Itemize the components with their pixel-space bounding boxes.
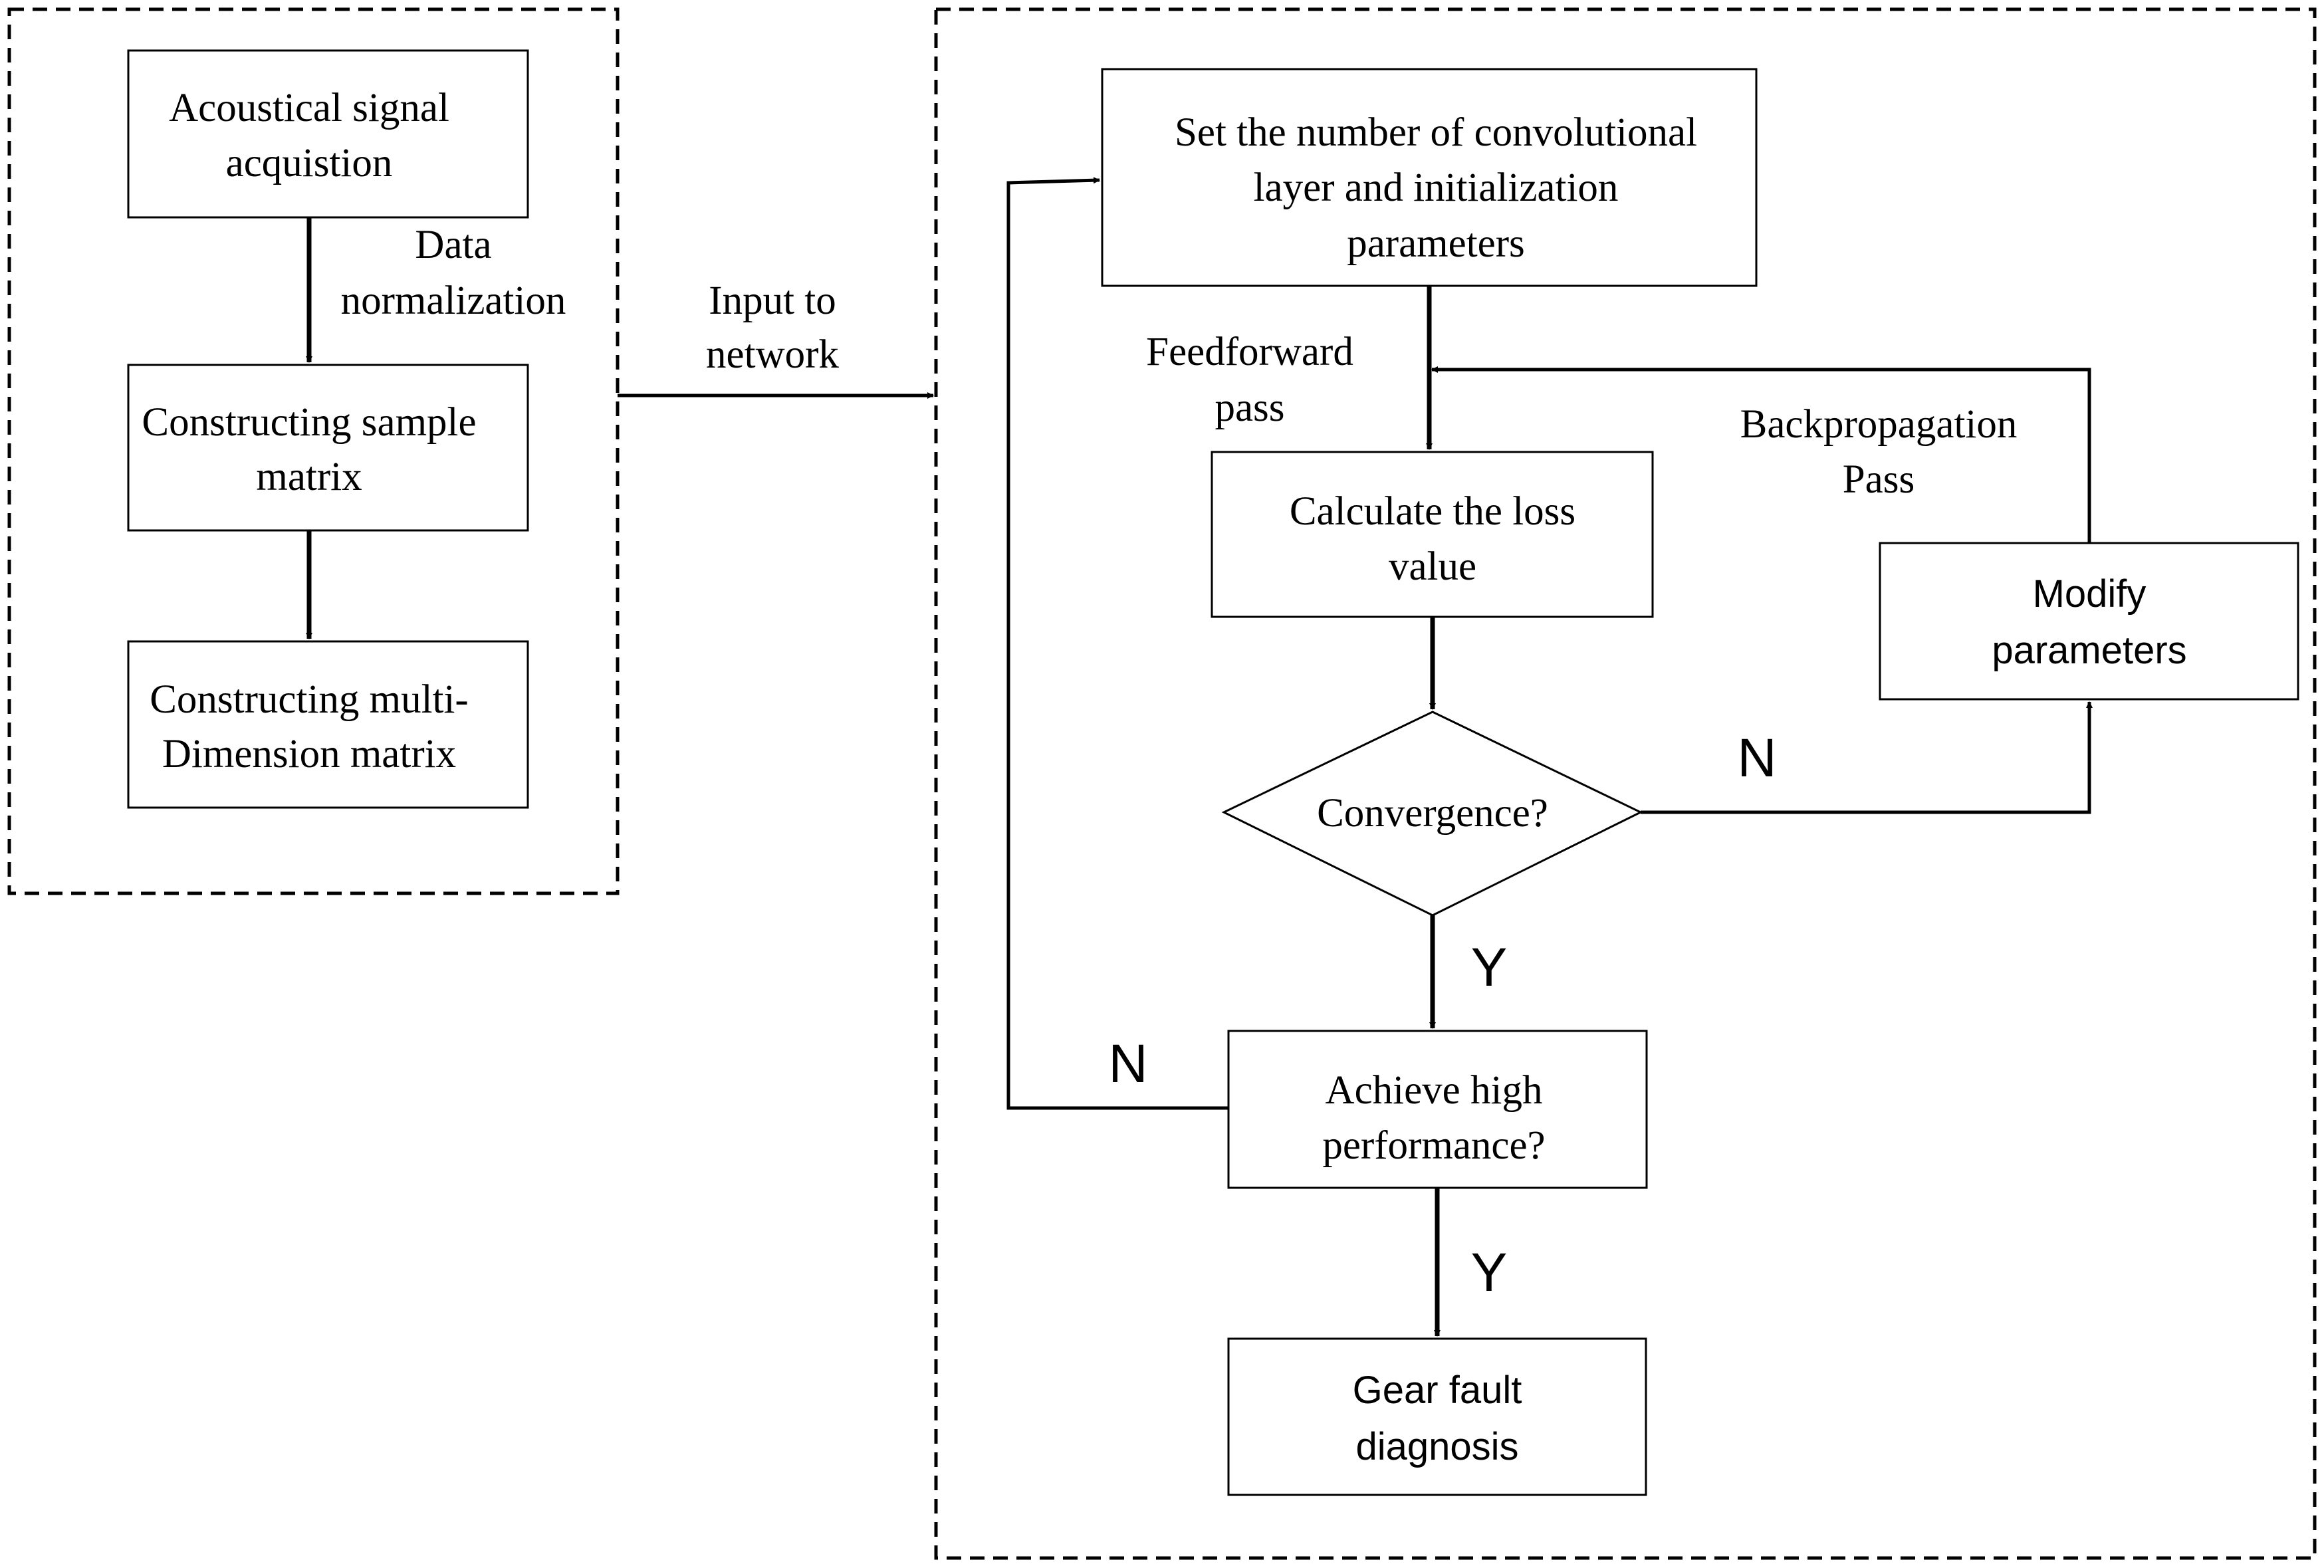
box-gear-line2: diagnosis — [1355, 1425, 1518, 1468]
box-set-line3: parameters — [1347, 221, 1525, 266]
box-sample-matrix: Constructing sample matrix — [127, 364, 529, 532]
box-calculate-loss: Calculate the loss value — [1211, 451, 1654, 618]
box-sample-matrix-line2: matrix — [256, 455, 362, 499]
decision-convergence: Convergence? — [1221, 711, 1643, 917]
box-modify-parameters: Modify parameters — [1879, 542, 2299, 701]
box-multi-dimension-line1: Constructing multi- — [150, 677, 469, 722]
label-backpropagation-line1: Backpropagation — [1740, 402, 2018, 447]
label-performance-no: N — [1108, 1034, 1147, 1094]
label-input-to-network-line2: network — [706, 332, 839, 377]
box-loss-line1: Calculate the loss — [1290, 489, 1575, 534]
box-gear-fault-diagnosis: Gear fault diagnosis — [1227, 1337, 1647, 1496]
arrow-convergence-no-to-modify — [1641, 701, 2093, 814]
arrow-modify-backprop-to-loss — [1431, 366, 2091, 543]
label-backpropagation-line2: Pass — [1843, 457, 1915, 502]
preprocessing-group-frame — [7, 7, 620, 895]
box-performance-line1: Achieve high — [1326, 1068, 1543, 1113]
training-group-frame — [934, 7, 2317, 1560]
decision-convergence-label: Convergence? — [1317, 791, 1548, 836]
box-set-line1: Set the number of convolutional — [1175, 110, 1697, 155]
label-convergence-yes: Y — [1471, 937, 1508, 998]
box-set-line2: layer and initialization — [1254, 166, 1619, 210]
arrow-performance-no-to-set — [1006, 177, 1228, 1110]
box-set-convolutional-layers: Set the number of convolutional layer an… — [1101, 68, 1758, 287]
box-loss-line2: value — [1389, 544, 1476, 589]
label-feedforward-line2: pass — [1215, 386, 1284, 430]
label-data-normalization-line1: Data — [415, 223, 491, 267]
label-performance-yes: Y — [1471, 1242, 1508, 1303]
box-multi-dimension-line2: Dimension matrix — [162, 732, 456, 776]
box-acoustical-signal: Acoustical signal acquistion — [127, 49, 529, 219]
box-multi-dimension-matrix: Constructing multi- Dimension matrix — [127, 640, 529, 809]
label-input-to-network-line1: Input to — [709, 279, 836, 323]
box-achieve-performance: Achieve high performance? — [1227, 1030, 1648, 1189]
box-modify-line2: parameters — [1992, 629, 2186, 672]
label-convergence-no: N — [1737, 728, 1776, 788]
box-acoustical-signal-line2: acquistion — [226, 141, 393, 185]
box-performance-line2: performance? — [1322, 1123, 1545, 1168]
label-data-normalization-line2: normalization — [341, 279, 566, 323]
label-feedforward-line1: Feedforward — [1146, 330, 1353, 374]
box-sample-matrix-line1: Constructing sample — [142, 400, 476, 445]
box-acoustical-signal-line1: Acoustical signal — [169, 86, 449, 130]
box-modify-line1: Modify — [2033, 572, 2147, 616]
box-gear-line1: Gear fault — [1353, 1369, 1522, 1412]
